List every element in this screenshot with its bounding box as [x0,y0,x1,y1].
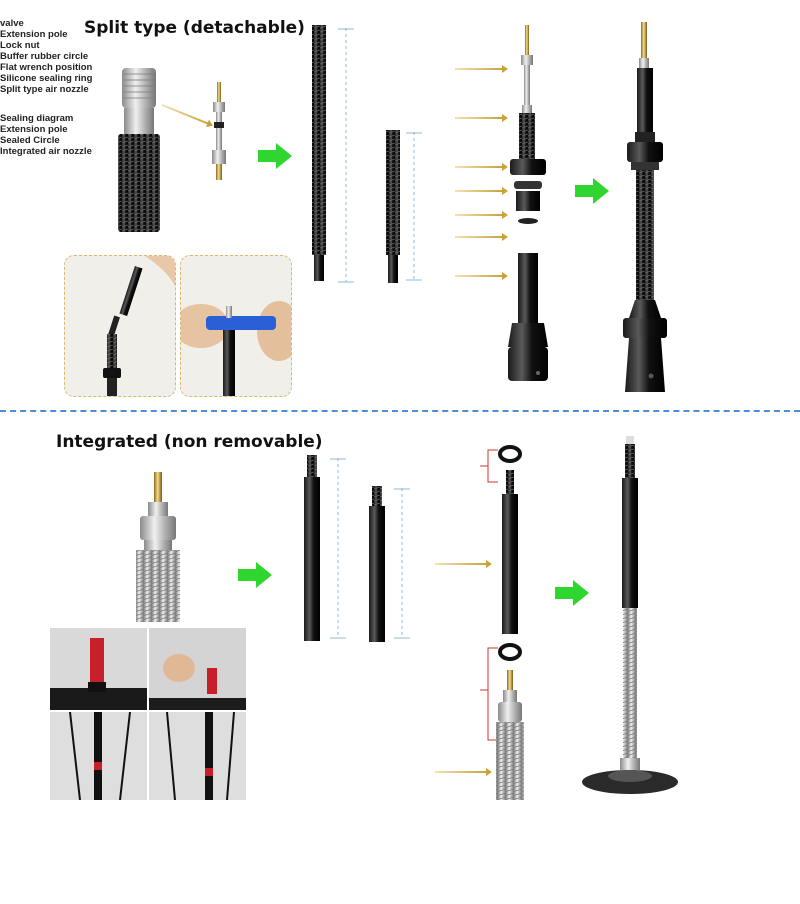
integrated-dim-short-bracket [394,488,410,639]
split-pointer-buffer-ring [455,187,508,195]
split-install-photo-1 [64,255,176,397]
split-pointer-lock-nut [455,163,508,171]
split-dim-long-bracket [338,28,354,283]
split-pointer-extension-pole [455,114,508,122]
integrated-section-title: Integrated (non removable) [56,432,323,452]
integrated-valve-base-image [136,472,180,622]
split-dim-short-bracket [406,132,422,281]
split-valve-base-image [118,68,160,232]
split-label-lock-nut: Lock nut [0,40,40,51]
integrated-label-extension-pole: Extension pole [0,124,68,135]
split-label-wrench-position: Flat wrench position [0,62,93,73]
integrated-extension-short-image [369,486,385,642]
integrated-assembled-valve-image [582,436,678,794]
split-result-arrow-icon [575,178,609,204]
integrated-label-air-nozzle: Integrated air nozzle [0,146,92,157]
integrated-dim-long-bracket [330,458,346,639]
split-label-buffer-ring: Buffer rubber circle [0,51,89,62]
split-flow-arrow-icon [258,143,292,169]
split-section-title: Split type (detachable) [84,18,305,38]
split-label-air-nozzle: Split type air nozzle [0,84,89,95]
split-assembled-valve-image [623,22,667,392]
integrated-result-arrow-icon [555,580,589,606]
integrated-pointer-extension-pole [435,560,492,568]
integrated-photo-2 [149,628,246,710]
integrated-label-sealed-circle: Sealed Circle [0,135,60,146]
split-extension-long-image [312,25,326,281]
integrated-pointer-air-nozzle [435,768,492,776]
integrated-sealing-bracket-top [480,449,498,483]
integrated-photo-1 [50,628,147,710]
section-divider [0,410,800,412]
split-pointer-air-nozzle [455,272,508,280]
split-label-extension-pole: Extension pole [0,29,68,40]
integrated-exploded-parts-image [496,445,524,800]
integrated-label-sealing-diagram: Sealing diagram [0,113,74,124]
integrated-extension-long-image [304,455,320,641]
split-pointer-valve [455,65,508,73]
integrated-photo-3 [50,712,147,800]
split-label-sealing-ring: Silicone sealing ring [0,73,93,84]
split-pointer-sealing-ring [455,233,508,241]
split-install-photo-2 [180,255,292,397]
split-pointer-wrench-position [455,211,508,219]
split-extension-short-image [386,130,400,283]
integrated-flow-arrow-icon [238,562,272,588]
split-exploded-valve-image [508,25,548,381]
integrated-photo-4 [149,712,246,800]
integrated-sealing-bracket-bottom [480,647,498,741]
split-label-valve: valve [0,18,24,29]
split-valve-core-image [212,82,226,180]
